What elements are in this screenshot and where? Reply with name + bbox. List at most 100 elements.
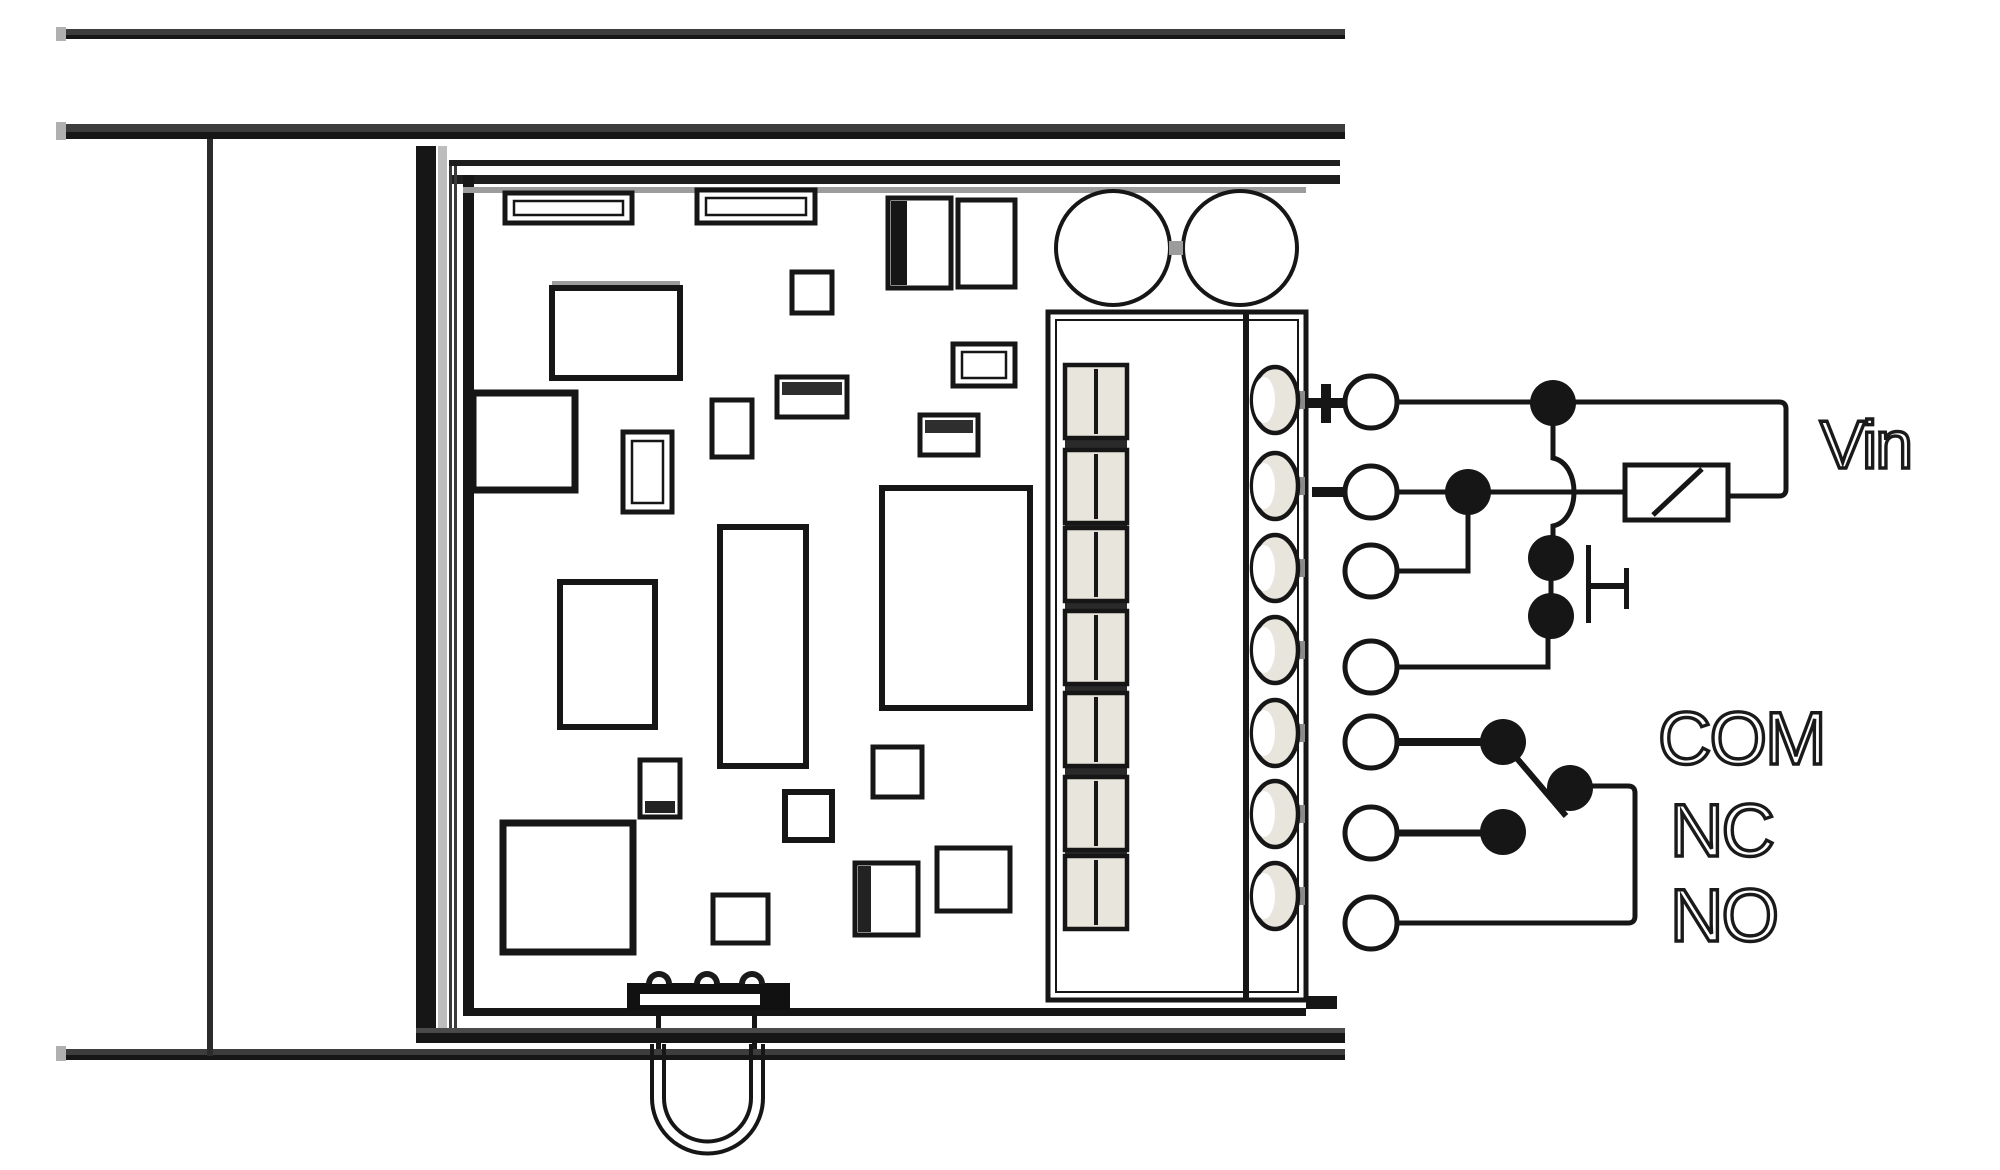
relay-can-right [1181,189,1299,307]
junction-dot [1547,765,1593,811]
probe-symbol-cap [1624,568,1629,609]
junction-dot [1445,469,1491,515]
component-chip-inner [630,439,665,505]
relay-can-link [1169,241,1183,255]
load-symbol-diagonal [1651,467,1704,517]
screw-terminal-highlight [1253,545,1275,591]
component-chip [710,892,771,946]
component-ic [955,197,1018,290]
connector-bump-inner [652,977,666,984]
enclosure-top-line-2 [449,175,1340,184]
junction-dot [1480,719,1526,765]
terminal-block-divider [1094,454,1098,519]
connector-bump-inner [745,977,759,984]
screw-shaft [1296,724,1305,742]
din-rail-top-lower [63,35,1345,39]
din-rail-bottom-gray [63,1049,1345,1055]
wire-crossover-hop [1550,425,1577,540]
board-inner-line-2 [454,166,457,1028]
terminal-block-divider [1094,615,1098,680]
probe-symbol-arm [1586,583,1628,589]
terminal-separator [1065,438,1127,450]
terminal-separator [1065,601,1127,611]
wire-terminal-circle [1342,713,1400,771]
component-ic [549,285,683,381]
din-rail-second-cap [56,122,66,140]
connector-bump-inner [700,977,714,984]
junction-dot [1480,809,1526,855]
din-rail-bottom-black [63,1055,1345,1060]
screw-terminal-highlight [1253,710,1275,756]
terminal-housing-divider [1243,314,1249,998]
wire-terminal-circle [1342,804,1400,862]
label-no: NO [1670,874,1777,957]
terminal-separator [1065,850,1127,856]
wire-no-loop [1398,783,1638,926]
terminal-separator [1065,684,1127,693]
board-top-shadow [463,187,1306,193]
label-com: COM [1658,697,1825,780]
component-chip-band [645,801,675,813]
component-bar-inner [512,199,625,217]
label-nc: NC [1670,789,1773,872]
junction-dot [1528,535,1574,581]
screw-terminal-highlight [1253,873,1275,919]
wire-terminal4 [1397,636,1551,670]
component-chip-inner [960,350,1008,380]
wire-vin-loop [1556,399,1789,499]
bottom-connector-slot [640,994,760,1005]
component-ic-tall [717,524,809,769]
screw-shaft [1296,641,1305,659]
component-chip [934,845,1013,914]
din-rail-top-cap [56,27,66,41]
screw-shaft [1296,477,1305,495]
terminal-block-divider [1094,697,1098,762]
board-left-edge [463,175,474,1016]
terminal-housing-step [1306,996,1337,1009]
din-rail-bottom-cap [56,1046,66,1061]
component-bar-inner [704,196,808,217]
screw-terminal-highlight [1253,463,1275,509]
terminal-block-divider [1094,781,1098,846]
plus-symbol-v [1321,384,1331,423]
terminal-block-divider [1094,532,1098,597]
enclosure-left-wall [416,146,436,1043]
din-rail-top-upper [63,29,1345,35]
terminal-separator [1065,523,1127,528]
relay-can-left [1054,189,1172,307]
component-chip [709,397,755,460]
enclosure-top-line-1 [449,160,1340,166]
enclosure-bottom-gray [416,1028,1345,1033]
wire-terminal-circle [1342,894,1400,952]
component-chip [789,269,835,316]
din-clip-hook-inner [662,1044,753,1144]
component-ic [469,389,579,494]
din-clip-hook-outer [650,1044,765,1156]
junction-dot [1528,593,1574,639]
component-chip-band [858,866,871,932]
wire-terminal-circle [1342,373,1400,431]
screw-terminal-highlight [1253,377,1275,423]
wire-terminal3 [1397,512,1471,574]
panel-vertical-line [207,139,213,1056]
terminal-block-divider [1094,860,1098,925]
board-inner-line-1 [449,166,452,1028]
component-ic-large [499,819,637,956]
wire-terminal-circle [1342,638,1400,696]
screw-shaft [1296,391,1305,409]
wire-terminal-circle [1342,542,1400,600]
enclosure-left-wall-highlight [438,146,447,1043]
screw-terminal-highlight [1253,627,1275,673]
component-ic-tall [557,579,658,730]
terminal-strip [1062,362,1593,952]
screw-shaft [1296,805,1305,823]
component-chip [782,789,835,843]
component-chip-band [925,420,973,433]
component-chip-band [782,382,842,395]
terminal-separator [1065,766,1127,777]
screw-shaft [1296,887,1305,905]
label-vin: Vin [1820,407,1911,483]
component-chip [870,744,925,800]
screw-terminal-highlight [1253,791,1275,837]
